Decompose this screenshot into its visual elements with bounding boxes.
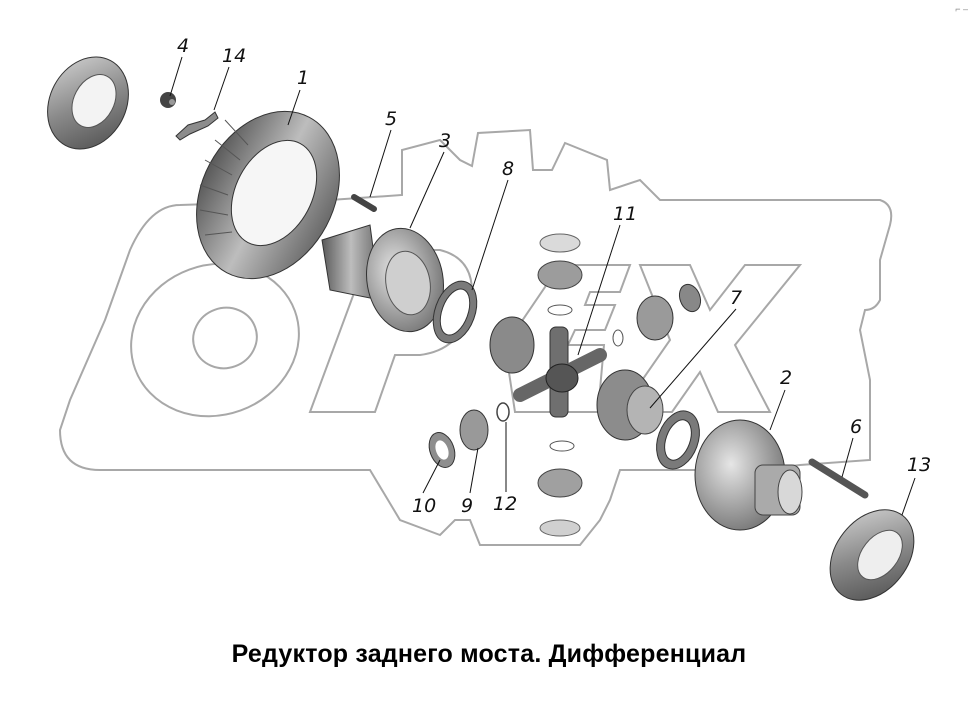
callout-1: 1 <box>297 67 310 89</box>
callout-10: 10 <box>412 495 437 517</box>
callout-5: 6 <box>850 416 863 438</box>
callout-6: 5 <box>385 108 398 130</box>
pin-part-6 <box>351 194 377 212</box>
callout-4: 4 <box>177 35 190 57</box>
side-gear-part-8 <box>596 369 664 441</box>
lower-left-parts <box>428 402 510 468</box>
lock-plate-part-14 <box>175 111 219 141</box>
bearing-right-part-13 <box>829 509 915 601</box>
nut-part-4 <box>160 92 176 108</box>
diagram-title: Редуктор заднего моста. Дифференциал <box>231 640 747 668</box>
callout-11: 11 <box>613 203 638 225</box>
corner-mark: ⌐ ‒ <box>955 4 968 14</box>
callout-12: 12 <box>493 493 518 515</box>
thrust-washer-part-9 <box>432 280 478 344</box>
callout-9: 8 <box>502 158 515 180</box>
ring-gear-part-1 <box>196 110 340 280</box>
bolt-part-5 <box>808 458 869 499</box>
differential-center <box>489 233 702 537</box>
callout-14: 14 <box>222 45 247 67</box>
housing-right-part-2 <box>694 419 803 531</box>
housing-left-part-3 <box>321 224 444 333</box>
callout-8: 7 <box>730 287 743 309</box>
callout-2: 2 <box>780 367 793 389</box>
callout-13: 13 <box>907 454 932 476</box>
leader-lines <box>169 56 916 516</box>
callout-3: 3 <box>439 130 452 152</box>
callout-7: 9 <box>461 495 474 517</box>
bearing-left <box>47 56 129 150</box>
thrust-washer-right <box>656 410 700 470</box>
